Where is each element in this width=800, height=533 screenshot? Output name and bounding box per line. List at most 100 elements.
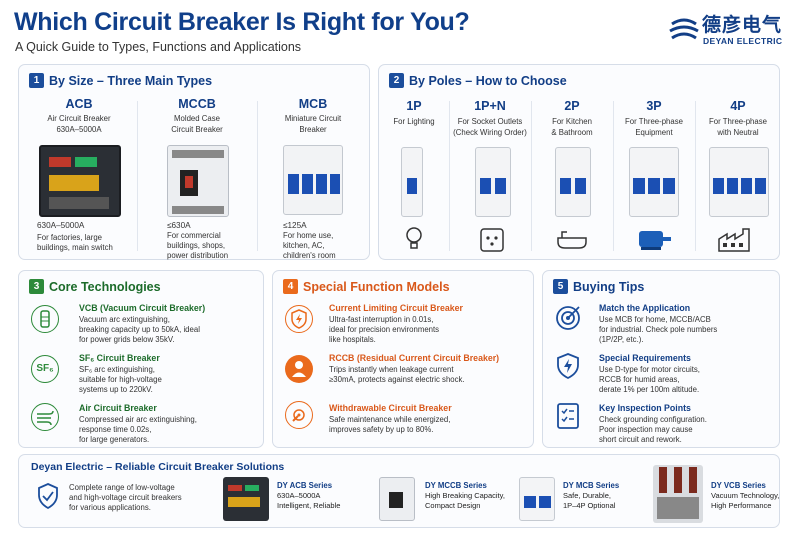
core-item-title: VCB (Vacuum Circuit Breaker) <box>79 303 206 313</box>
core-item-text: Compressed air arc extinguishing, <box>79 415 197 424</box>
section-number: 5 <box>553 279 568 295</box>
core-item-text: Vacuum arc extinguishing, <box>79 315 170 324</box>
target-icon <box>556 306 580 330</box>
special-item-text: improves safety by up to 80%. <box>329 425 434 434</box>
acb-use: buildings, main switch <box>37 243 113 252</box>
product-name: DY VCB Series <box>711 481 766 490</box>
solutions-footer-panel: Deyan Electric – Reliable Circuit Breake… <box>18 454 780 528</box>
special-item-text: Trips instantly when leakage current <box>329 365 454 374</box>
acb-rating: 630A–5000A <box>37 221 85 230</box>
core-item-text: SF₆ arc extinguishing, <box>79 365 155 374</box>
product-name: DY MCCB Series <box>425 481 487 490</box>
mcb-name: MCB <box>298 97 328 111</box>
acb-name: ACB <box>65 97 93 111</box>
section-title: Buying Tips <box>573 279 645 294</box>
pole-use: (Check Wiring Order) <box>453 127 527 137</box>
core-item-text: for power grids below 35kV. <box>79 335 175 344</box>
breaker-2p-image <box>555 147 591 217</box>
sf6-gas-icon: SF₆ <box>31 355 59 383</box>
product-name: DY MCB Series <box>563 481 620 490</box>
core-item-text: for large generators. <box>79 435 150 444</box>
socket-outlet-icon <box>480 228 504 252</box>
breaker-4p-image <box>709 147 769 217</box>
motor-icon <box>639 231 671 250</box>
tip-text: RCCB for humid areas, <box>599 375 680 384</box>
breaker-1pn-image <box>475 147 511 217</box>
pole-use: For Three-phase <box>625 117 683 126</box>
mccb-breaker-image <box>167 145 229 217</box>
vcb-product-image <box>653 465 703 523</box>
core-item-text: breaking capacity up to 50kA, ideal <box>79 325 200 334</box>
pole-3p-column: 3P For Three-phase Equipment <box>615 99 693 138</box>
mcb-breaker-image <box>283 145 343 215</box>
footer-intro: and high-voltage circuit breakers <box>69 493 182 502</box>
product-name: DY ACB Series <box>277 481 333 490</box>
mcb-product-image <box>519 477 555 521</box>
mcb-rating: ≤125A <box>283 221 307 230</box>
wind-icon <box>31 403 59 431</box>
mcb-use: kitchen, AC, <box>283 241 325 250</box>
person-shock-icon <box>285 355 313 383</box>
mccb-name: MCCB <box>178 97 216 111</box>
section-title: By Size – Three Main Types <box>49 73 213 88</box>
core-item-text: systems up to 220kV. <box>79 385 153 394</box>
pole-use: For Three-phase <box>709 117 767 126</box>
checklist-icon <box>557 403 579 429</box>
pole-use: For Socket Outlets <box>457 117 523 126</box>
vacuum-bottle-icon <box>31 305 59 333</box>
mcb-use: For home use, <box>283 231 334 240</box>
pole-name: 1P+N <box>474 99 506 113</box>
mccb-column: MCCB Molded Case Circuit Breaker <box>139 97 255 135</box>
section-title: By Poles – How to Choose <box>409 73 567 88</box>
shield-check-icon <box>38 483 58 510</box>
pole-name: 4P <box>730 99 746 113</box>
acb-product-image <box>223 477 269 521</box>
acb-desc: Air Circuit Breaker <box>47 114 111 123</box>
mccb-use: For commercial <box>167 231 221 240</box>
poles-panel: 2 By Poles – How to Choose 1P For Lightin… <box>378 64 780 260</box>
section-number: 2 <box>389 73 404 89</box>
mcb-desc: Miniature Circuit <box>284 114 342 123</box>
section-title: Core Technologies <box>49 279 161 294</box>
core-item-title: Air Circuit Breaker <box>79 403 157 413</box>
core-technologies-panel: 3 Core Technologies VCB (Vacuum Circuit B… <box>18 270 264 448</box>
pole-4p-column: 4P For Three-phase with Neutral <box>697 99 779 138</box>
special-item-text: like hospitals. <box>329 335 376 344</box>
special-item-title: Withdrawable Circuit Breaker <box>329 403 452 413</box>
pole-use: with Neutral <box>717 127 759 137</box>
tip-title: Special Requirements <box>599 353 691 363</box>
tip-text: Use D-type for motor circuits, <box>599 365 700 374</box>
light-bulb-icon <box>406 227 422 249</box>
special-item-title: RCCB (Residual Current Circuit Breaker) <box>329 353 500 363</box>
page-subtitle: A Quick Guide to Types, Functions and Ap… <box>15 40 302 54</box>
product-spec: High Performance <box>711 501 772 510</box>
tip-title: Match the Application <box>599 303 691 313</box>
logo-mark-icon <box>669 18 699 40</box>
pole-1p-column: 1P For Lighting <box>381 99 447 128</box>
acb-column: ACB Air Circuit Breaker 630A–5000A <box>23 97 135 135</box>
product-spec: High Breaking Capacity, <box>425 491 505 500</box>
logo-english-name: DEYAN ELECTRIC <box>703 36 783 46</box>
pole-name: 3P <box>646 99 662 113</box>
footer-title: Deyan Electric – Reliable Circuit Breake… <box>31 461 285 473</box>
section-number: 3 <box>29 279 44 295</box>
tip-text: Poor inspection may cause <box>599 425 693 434</box>
pole-use: For Lighting <box>393 117 435 126</box>
product-spec: Safe, Durable, <box>563 491 611 500</box>
tip-text: for industrial. Check pole numbers <box>599 325 718 334</box>
mccb-use: power distribution <box>167 251 229 260</box>
product-spec: Vacuum Technology, <box>711 491 780 500</box>
product-spec: 630A–5000A <box>277 491 321 500</box>
breaker-1p-image <box>401 147 423 217</box>
tip-text: short circuit and rework. <box>599 435 682 444</box>
pole-1pn-column: 1P+N For Socket Outlets (Check Wiring Or… <box>451 99 529 138</box>
acb-breaker-image <box>39 145 121 217</box>
product-spec: Intelligent, Reliable <box>277 501 341 510</box>
